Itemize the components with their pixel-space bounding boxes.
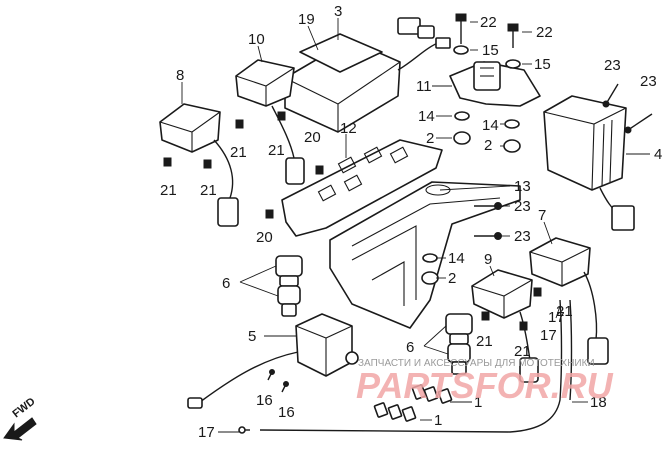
part-5-flasher: [187, 313, 359, 409]
bolts-23-middle: [474, 202, 502, 240]
watermark-text: ЗАПЧАСТИ И АКСЕССУАРЫ ДЛЯ МОТОТЕХНИКИ: [358, 358, 595, 369]
label-20a: 20: [304, 129, 321, 146]
leader-lines: [181, 18, 650, 433]
label-18: 18: [590, 394, 607, 411]
label-1b: 1: [434, 412, 442, 429]
label-15b: 15: [534, 56, 551, 73]
label-23b: 23: [640, 73, 657, 90]
label-21f: 21: [476, 333, 493, 350]
label-7: 7: [538, 207, 546, 224]
label-9: 9: [484, 251, 492, 268]
label-21a: 21: [230, 144, 247, 161]
label-4: 4: [654, 146, 662, 163]
label-19: 19: [298, 11, 315, 28]
label-17c: 17: [198, 424, 215, 441]
label-21d: 21: [200, 182, 217, 199]
label-14b: 14: [482, 117, 499, 134]
part-17-18-tubes: [238, 299, 573, 434]
label-17b: 17: [548, 309, 565, 326]
label-10: 10: [248, 31, 265, 48]
label-3: 3: [334, 3, 342, 20]
part-11-bracket: [449, 61, 541, 107]
label-6b: 6: [406, 339, 414, 356]
label-12: 12: [340, 120, 357, 137]
label-2c: 2: [448, 270, 456, 287]
fwd-label: FWD: [10, 395, 37, 420]
watermark: ЗАПЧАСТИ И АКСЕССУАРЫ ДЛЯ МОТОТЕХНИКИ PA…: [356, 358, 614, 406]
part-16-screws: [267, 369, 289, 393]
part-10-relay: [235, 59, 305, 185]
label-8: 8: [176, 67, 184, 84]
label-22a: 22: [480, 14, 497, 31]
label-2a: 2: [426, 130, 434, 147]
label-16a: 16: [256, 392, 273, 409]
label-16b: 16: [278, 404, 295, 421]
part-9-relay: [471, 269, 539, 383]
label-22b: 22: [536, 24, 553, 41]
part-6-upper: [275, 255, 303, 317]
label-5: 5: [248, 328, 256, 345]
part-number-labels: 3 19 10 8 22 22 15 15 11 14 2 14 2 23 23…: [160, 3, 662, 441]
top-connector: [397, 17, 451, 49]
part-1-clips: [373, 384, 453, 422]
label-21c: 21: [160, 182, 177, 199]
part-8-relay: [159, 103, 239, 227]
bolts-22: [455, 13, 519, 48]
bolts-23-right: [602, 83, 653, 134]
label-1a: 1: [474, 394, 482, 411]
label-23d: 23: [514, 228, 531, 245]
label-14c: 14: [448, 250, 465, 267]
label-6a: 6: [222, 275, 230, 292]
fwd-arrow: [3, 417, 37, 441]
label-21g: 21: [514, 343, 531, 360]
label-21b: 21: [268, 142, 285, 159]
label-15a: 15: [482, 42, 499, 59]
label-14a: 14: [418, 108, 435, 125]
label-13: 13: [514, 178, 531, 195]
label-17a: 17: [540, 327, 557, 344]
label-23c: 23: [514, 198, 531, 215]
part-3-control-unit: [284, 33, 441, 133]
label-11: 11: [416, 78, 432, 95]
label-20b: 20: [256, 229, 273, 246]
part-4-regulator: [543, 95, 635, 231]
label-23a: 23: [604, 57, 621, 74]
label-21e: 21: [556, 303, 573, 320]
part-7-relay: [529, 237, 609, 365]
label-2b: 2: [484, 137, 492, 154]
part-6-lower: [445, 313, 473, 375]
watermark-logo: PARTSFOR.RU: [356, 365, 614, 406]
part-12-bracket-plate: [281, 139, 443, 237]
